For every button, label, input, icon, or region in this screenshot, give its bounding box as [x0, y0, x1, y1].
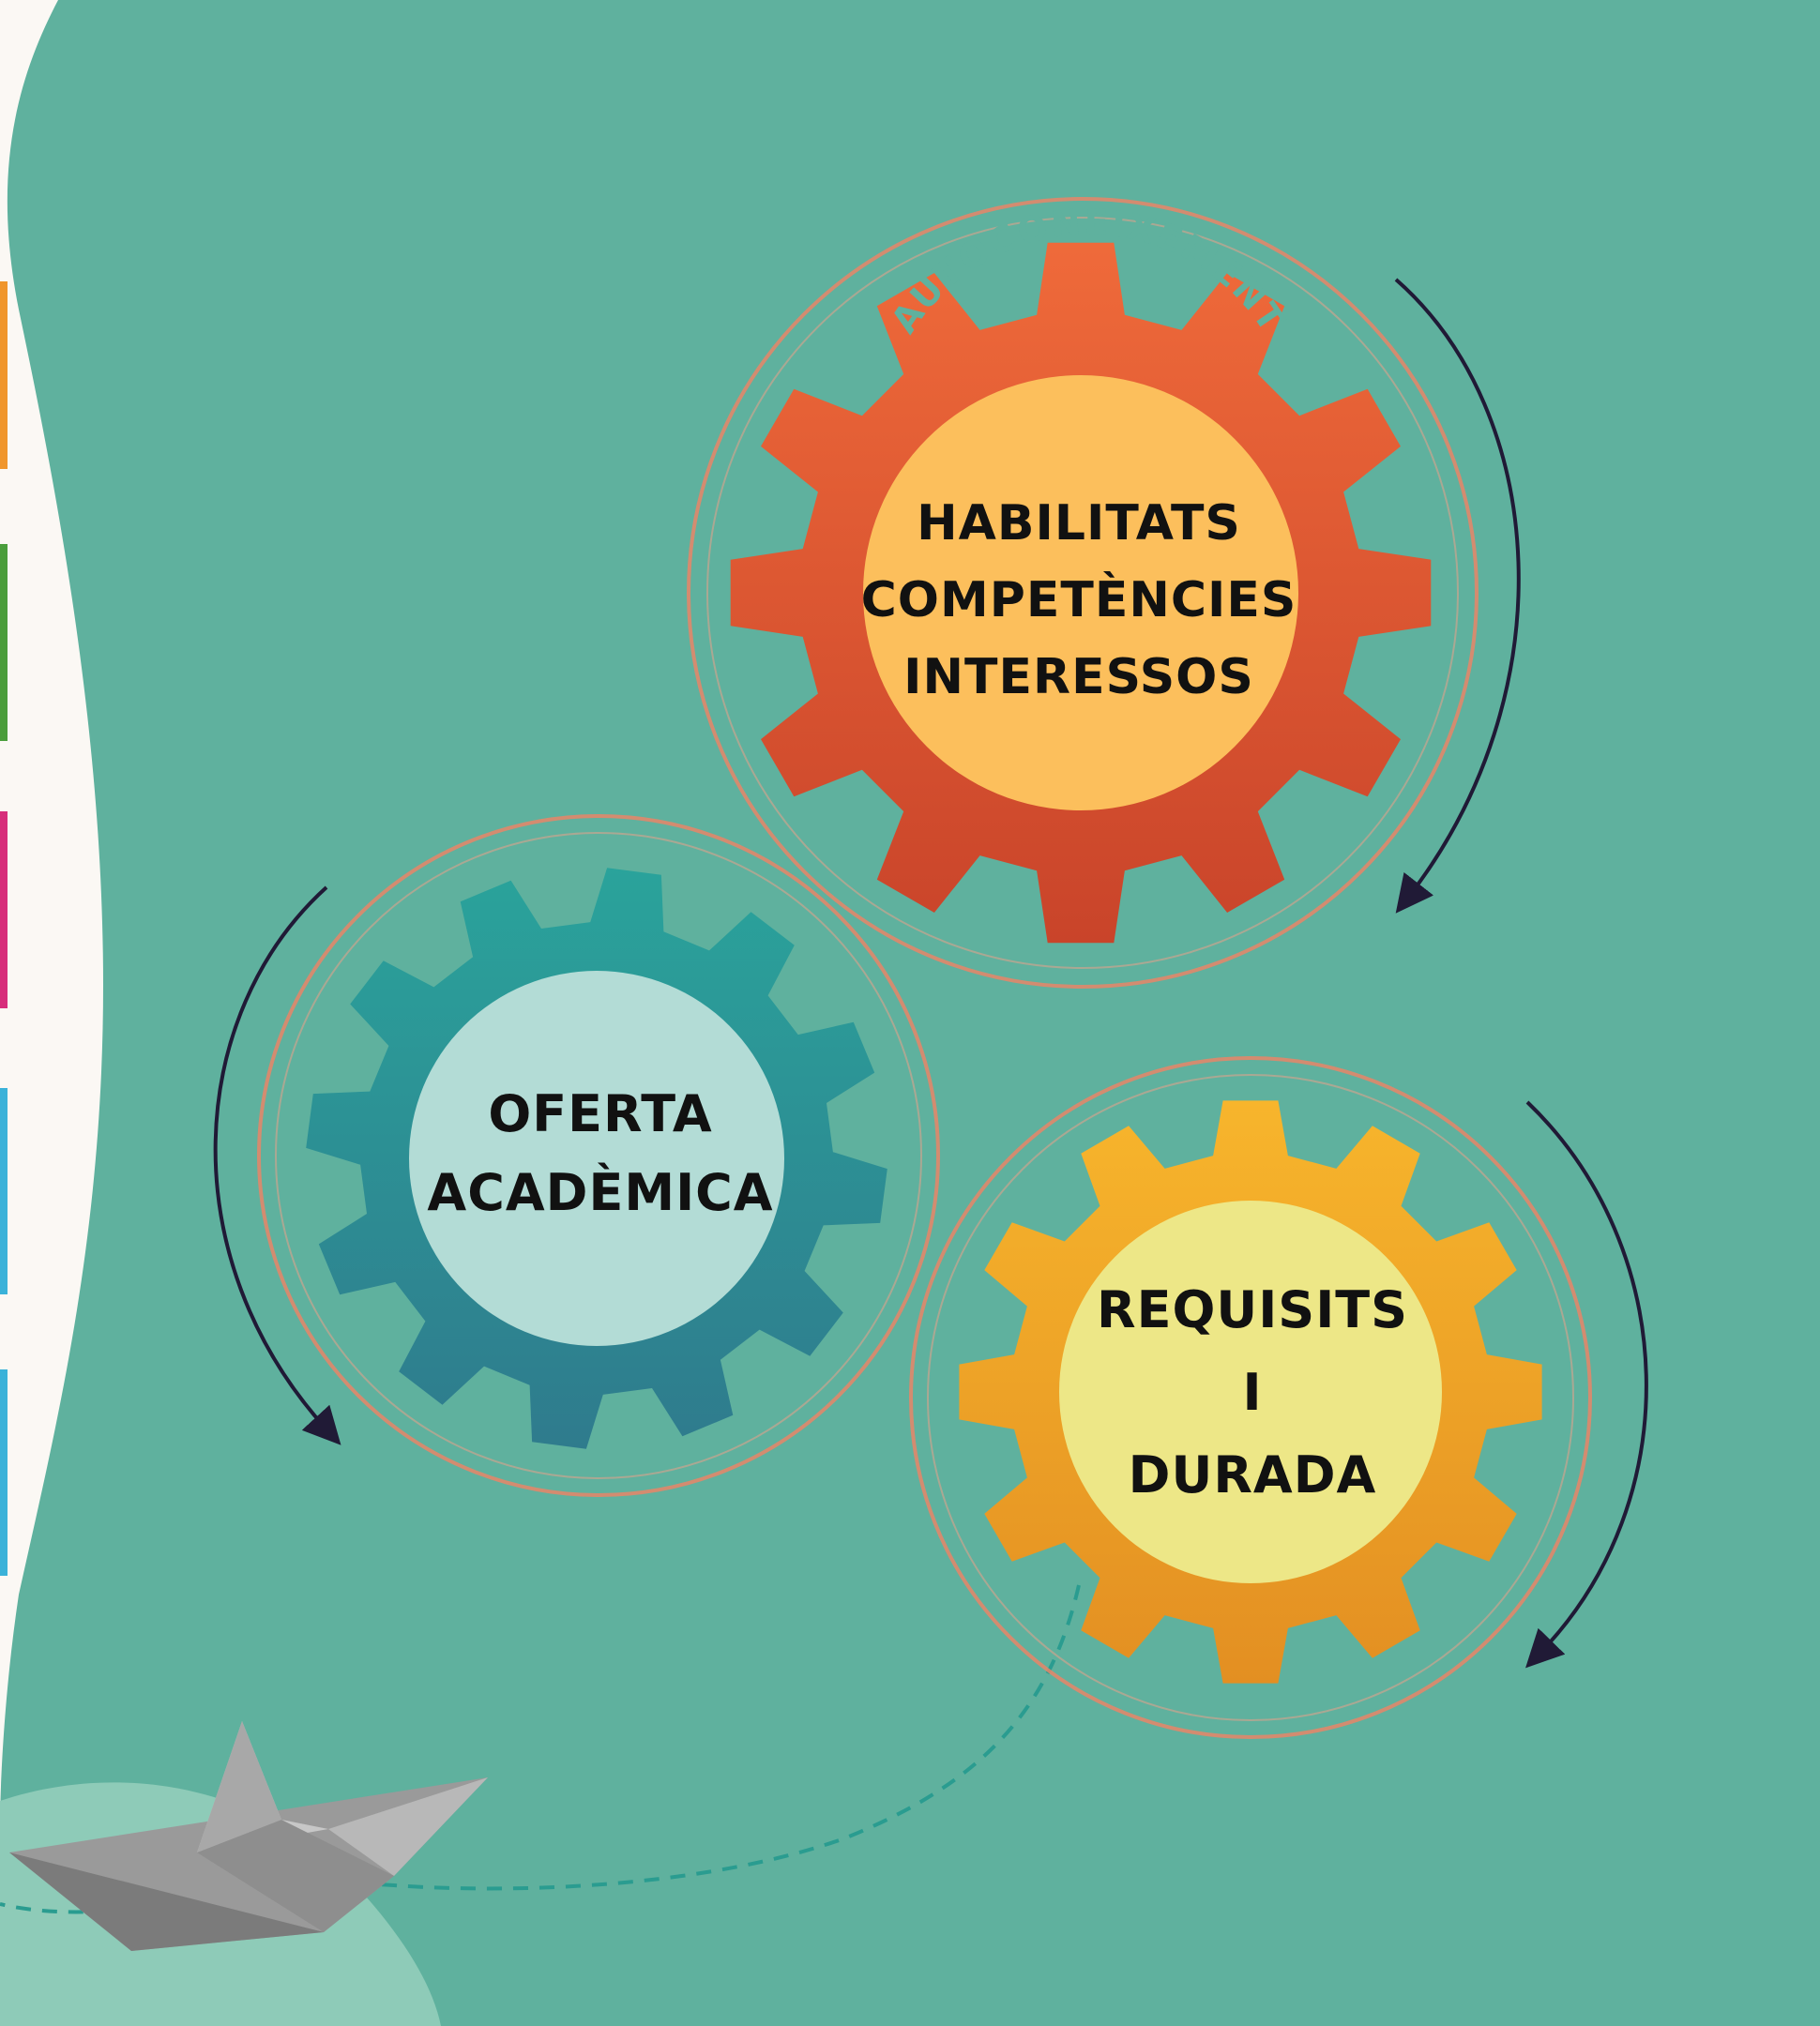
right-gear-label: REQUISITS I DURADA	[1060, 1266, 1445, 1520]
top-gear-hub	[863, 375, 1298, 810]
left-gear-halo	[257, 814, 940, 1497]
right-gear-line-3: DURADA	[1128, 1445, 1377, 1504]
left-gear-hub	[409, 971, 784, 1346]
left-gear-line-2: ACADÈMICA	[427, 1163, 774, 1222]
top-gear-line-1: HABILITATS	[917, 495, 1241, 552]
side-tab-green	[0, 544, 8, 741]
right-gear-halo	[909, 1056, 1592, 1739]
right-gear-line-2: I	[1242, 1363, 1263, 1422]
paper-boat-icon	[9, 1721, 488, 1951]
side-tab-blue-2	[0, 1369, 8, 1576]
left-gear-label: OFERTA ACADÈMICA	[394, 1060, 807, 1247]
left-gear-line-1: OFERTA	[488, 1084, 713, 1143]
right-gear-arrow	[1525, 1100, 1648, 1669]
side-tab-orange	[0, 281, 8, 469]
left-gear-halo-inner	[275, 832, 922, 1479]
left-paper-strip	[0, 0, 103, 1829]
right-gear-halo-inner	[927, 1074, 1574, 1721]
top-gear-halo-inner	[706, 217, 1459, 969]
top-gear-label: HABILITATS COMPETÈNCIES INTERESSOS	[861, 478, 1297, 722]
side-tab-pink	[0, 811, 8, 1008]
top-gear-arrow	[1394, 278, 1521, 914]
right-gear-line-1: REQUISITS	[1096, 1280, 1409, 1339]
top-gear-line-2: COMPETÈNCIES	[860, 572, 1297, 628]
top-gear-line-3: INTERESSOS	[903, 649, 1254, 705]
side-tab-blue-1	[0, 1088, 8, 1294]
top-gear-halo	[687, 197, 1479, 989]
left-gear-arrow	[213, 885, 341, 1445]
right-gear-hub	[1059, 1201, 1442, 1583]
